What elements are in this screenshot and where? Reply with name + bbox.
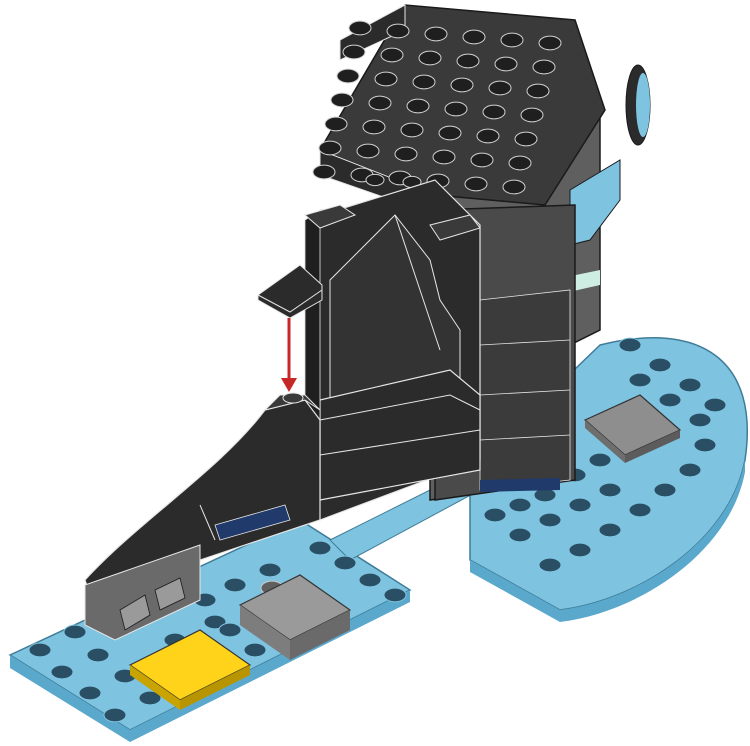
stud	[259, 563, 281, 577]
stud	[313, 165, 335, 179]
stud	[533, 60, 555, 74]
stud	[369, 96, 391, 110]
stud	[539, 36, 561, 50]
stud	[659, 393, 681, 407]
stud	[381, 48, 403, 62]
stud	[384, 588, 406, 602]
stud	[477, 129, 499, 143]
stud	[29, 643, 51, 657]
stud	[407, 99, 429, 113]
stud	[219, 623, 241, 637]
stud	[503, 180, 525, 194]
stud	[521, 108, 543, 122]
stud	[589, 453, 611, 467]
stud	[569, 498, 591, 512]
stud	[439, 126, 461, 140]
stud	[357, 144, 379, 158]
stud	[509, 156, 531, 170]
stud	[244, 643, 266, 657]
stud	[387, 24, 409, 38]
stud	[359, 573, 381, 587]
stud	[366, 174, 384, 185]
stud	[343, 45, 365, 59]
stud	[457, 54, 479, 68]
stud	[509, 498, 531, 512]
stud	[87, 648, 109, 662]
stud	[325, 117, 347, 131]
stud	[515, 132, 537, 146]
stud	[51, 665, 73, 679]
stud	[337, 69, 359, 83]
stud	[489, 81, 511, 95]
stud	[629, 503, 651, 517]
stud	[445, 102, 467, 116]
stud	[509, 528, 531, 542]
stud	[64, 625, 86, 639]
stud	[679, 463, 701, 477]
stud	[679, 378, 701, 392]
stud	[495, 57, 517, 71]
stud	[484, 508, 506, 522]
stud	[463, 30, 485, 44]
stud	[539, 513, 561, 527]
front-wall-assembly	[305, 180, 480, 520]
stud	[319, 141, 341, 155]
stud	[569, 543, 591, 557]
stud	[349, 21, 371, 35]
placement-arrow-icon	[281, 318, 297, 392]
stud	[425, 27, 447, 41]
stud	[331, 93, 353, 107]
stud	[689, 413, 711, 427]
stud	[309, 541, 331, 555]
stud	[501, 33, 523, 47]
stud	[694, 438, 716, 452]
stud	[334, 556, 356, 570]
stud	[419, 51, 441, 65]
stud	[649, 358, 671, 372]
stud	[483, 105, 505, 119]
stud	[654, 483, 676, 497]
stud	[465, 177, 487, 191]
stud	[433, 150, 455, 164]
stud	[599, 483, 621, 497]
stud	[451, 78, 473, 92]
stud	[413, 75, 435, 89]
stud	[471, 153, 493, 167]
stud	[539, 558, 561, 572]
stud	[629, 373, 651, 387]
stud	[704, 398, 726, 412]
stud	[619, 338, 641, 352]
stud	[527, 84, 549, 98]
stud	[375, 72, 397, 86]
stud	[401, 123, 423, 137]
stud	[363, 120, 385, 134]
stud	[224, 578, 246, 592]
stud	[79, 686, 101, 700]
stud	[599, 523, 621, 537]
stud	[104, 708, 126, 722]
stud	[395, 147, 417, 161]
